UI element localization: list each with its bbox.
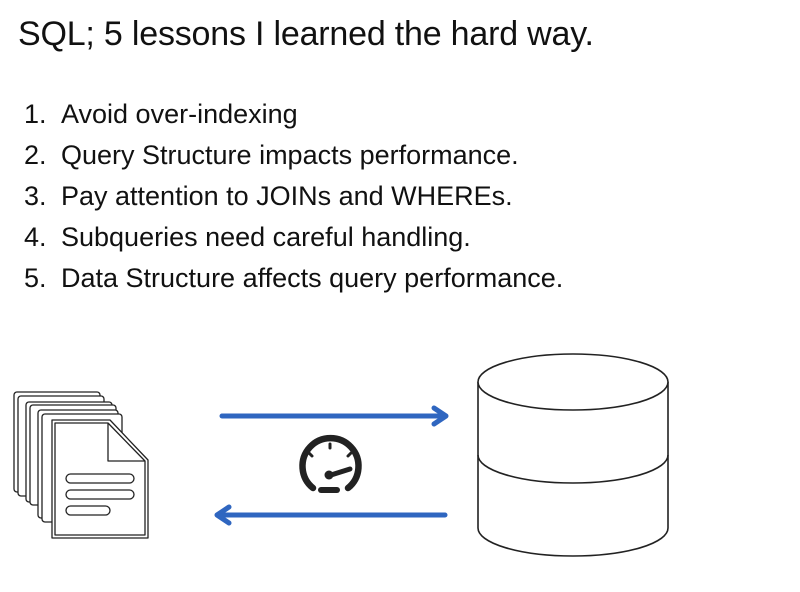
lesson-number: 4. xyxy=(24,222,47,252)
lesson-number: 3. xyxy=(24,181,47,211)
stacked-documents-icon xyxy=(13,391,149,539)
lessons-list: 1. Avoid over-indexing 2. Query Structur… xyxy=(24,94,563,299)
lesson-text: Pay attention to JOINs and WHEREs. xyxy=(61,181,513,211)
database-cylinder-icon xyxy=(477,353,669,557)
lesson-text: Query Structure impacts performance. xyxy=(61,140,519,170)
lesson-text: Avoid over-indexing xyxy=(61,99,298,129)
lesson-number: 1. xyxy=(24,99,47,129)
lesson-text: Data Structure affects query performance… xyxy=(61,263,564,293)
lesson-item: 5. Data Structure affects query performa… xyxy=(24,258,563,299)
lesson-text: Subqueries need careful handling. xyxy=(61,222,471,252)
arrow-right-icon xyxy=(219,405,449,427)
lesson-number: 2. xyxy=(24,140,47,170)
lesson-item: 1. Avoid over-indexing xyxy=(24,94,563,135)
arrow-left-icon xyxy=(214,504,448,526)
lesson-item: 4. Subqueries need careful handling. xyxy=(24,217,563,258)
query-flow-diagram xyxy=(13,353,669,557)
lesson-item: 3. Pay attention to JOINs and WHEREs. xyxy=(24,176,563,217)
lesson-number: 5. xyxy=(24,263,47,293)
speedometer-icon xyxy=(299,434,362,493)
lesson-item: 2. Query Structure impacts performance. xyxy=(24,135,563,176)
page-title: SQL; 5 lessons I learned the hard way. xyxy=(18,15,594,53)
